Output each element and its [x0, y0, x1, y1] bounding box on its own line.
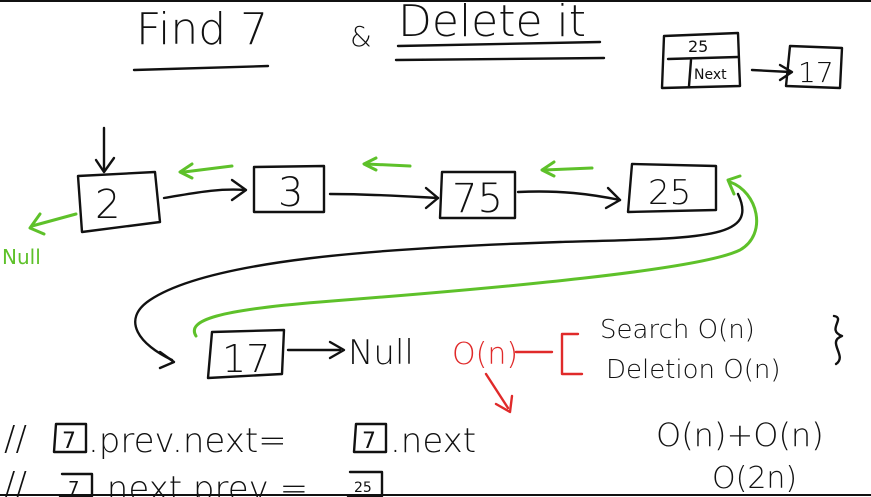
- node-2: 2: [76, 170, 162, 234]
- node-value: 3: [278, 170, 303, 216]
- next-arrow-3-75-head: [424, 186, 440, 210]
- legend-node-next: Next: [694, 67, 727, 83]
- node-box: [252, 164, 326, 214]
- node-75: 75: [438, 170, 517, 222]
- code-node-box-2: [352, 422, 388, 454]
- code-node-value: 7: [68, 478, 79, 497]
- legend-arrow-head: [778, 63, 794, 82]
- node-box: [206, 328, 286, 380]
- code-text: .prev.next=: [88, 421, 287, 461]
- next-arrow-25-17-head: [158, 350, 176, 370]
- node-value: 75: [452, 176, 503, 222]
- prev-arrow-25-75-head: [540, 160, 556, 178]
- legend-node-box: [660, 31, 742, 90]
- legend-target-box: [784, 44, 844, 90]
- code-text-2: .next: [390, 421, 476, 461]
- prev-arrow-75-3: [364, 162, 412, 168]
- code-line-2: // 7 .next.prev = 25: [4, 465, 384, 497]
- complexity-down-arrow: [484, 372, 510, 410]
- prev-arrow-75-3-head: [362, 156, 378, 172]
- legend-node-value: 25: [688, 37, 708, 56]
- node-box: [626, 162, 718, 214]
- null-left-label: Null: [2, 245, 41, 269]
- prev-arrow-2-null: [30, 212, 78, 228]
- node-value: 2: [95, 182, 120, 228]
- node-17: 17: [206, 328, 286, 381]
- code-comment-prefix: //: [4, 419, 27, 459]
- title-find: Find 7: [136, 4, 268, 55]
- prev-arrow-17-25: [192, 180, 759, 338]
- node-value: 25: [648, 173, 691, 213]
- next-arrow-75-25: [516, 190, 622, 202]
- node-25: 25: [626, 162, 718, 214]
- complexity-bracket: [560, 332, 584, 376]
- next-arrow-2-3: [162, 188, 247, 200]
- complexity-result: O(2n): [712, 461, 797, 496]
- next-arrow-75-25-head: [604, 186, 622, 210]
- code-comment-prefix: //: [4, 465, 27, 497]
- title-delete: Delete it: [398, 0, 586, 47]
- delete-complexity: Deletion O(n): [606, 355, 781, 385]
- search-complexity: Search O(n): [600, 315, 755, 345]
- next-arrow-3-75: [328, 192, 440, 200]
- next-arrow-17-null-head: [328, 340, 346, 360]
- head-pointer-head: [94, 156, 116, 174]
- title-delete-underline-2: [394, 56, 606, 62]
- code-node-box-2: [346, 470, 384, 497]
- node-box: [76, 170, 162, 234]
- complexity-down-arrow-head: [494, 394, 514, 414]
- title-find-underline: [132, 64, 270, 72]
- code-node-box: [52, 422, 88, 454]
- code-node-value-2: 7: [362, 429, 376, 454]
- complexity-brace: [832, 314, 844, 366]
- next-arrow-25-17: [134, 192, 744, 362]
- prev-arrow-3-2: [182, 164, 234, 174]
- prev-arrows-row1: [28, 156, 594, 236]
- complexity-sum: O(n)+O(n): [656, 416, 824, 454]
- next-arrow-2-3-head: [230, 178, 248, 202]
- title-delete-underline-1: [396, 40, 602, 48]
- null-tail-label: Null: [348, 333, 414, 373]
- title-separator: &: [350, 20, 372, 53]
- complexity-marker: O(n): [452, 337, 518, 372]
- code-text: .next.prev =: [96, 469, 308, 497]
- prev-arrow-3-2-head: [178, 162, 194, 180]
- legend-node-next-separator: [687, 58, 693, 88]
- next-arrows-row1: [162, 178, 622, 210]
- code-line-1: // 7 .prev.next= 7 .next: [4, 419, 476, 461]
- legend-target-value: 17: [798, 56, 834, 89]
- legend-node: 25 Next 17: [660, 31, 844, 90]
- prev-arrow-25-75: [542, 166, 594, 172]
- prev-arrow-2-null-head: [28, 212, 46, 236]
- prev-arrow-17-25-head: [726, 174, 742, 196]
- code-node-value-2: 25: [354, 480, 372, 496]
- legend-node-divider: [666, 55, 740, 61]
- legend-arrow-line: [750, 68, 792, 74]
- node-value: 17: [222, 337, 270, 381]
- code-node-value: 7: [62, 429, 76, 454]
- node-3: 3: [252, 164, 326, 216]
- node-box: [438, 170, 517, 220]
- code-node-box: [58, 472, 94, 497]
